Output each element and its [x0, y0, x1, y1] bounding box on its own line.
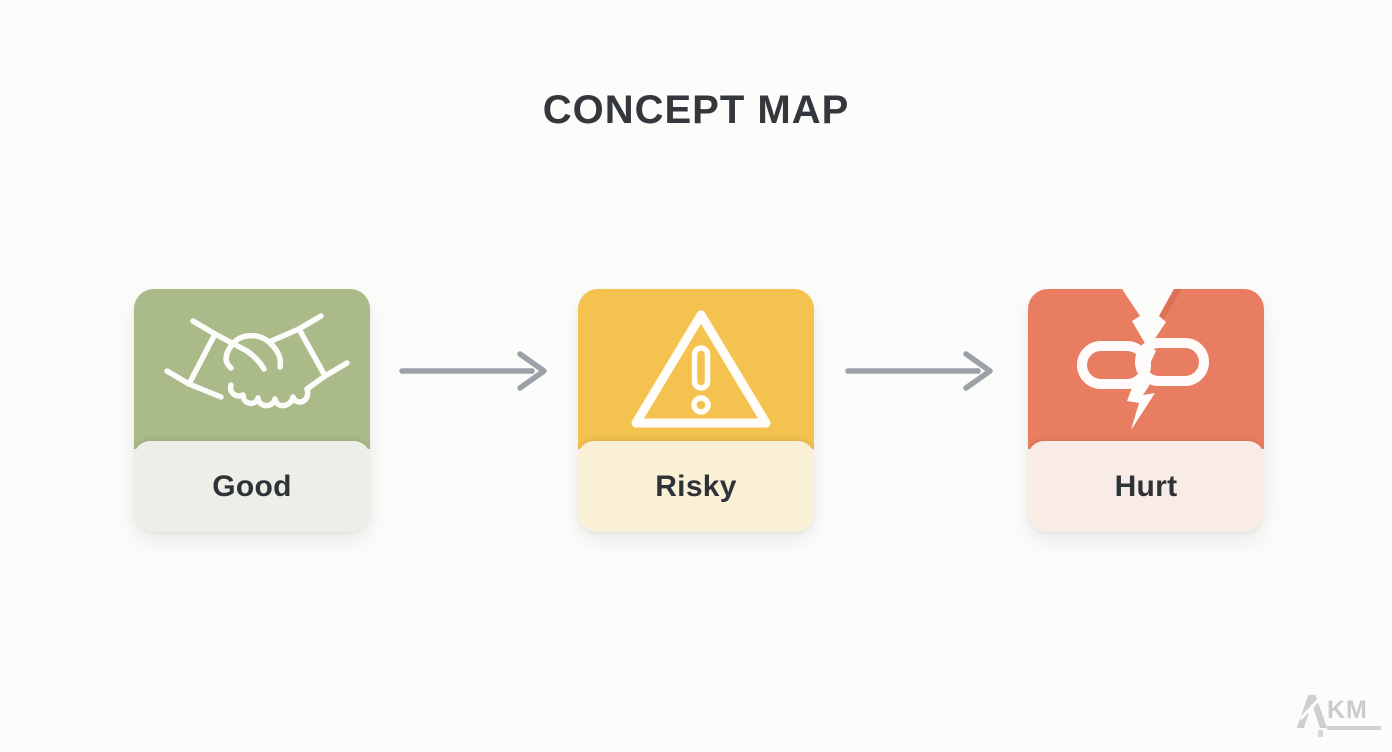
node-label-panel: Risky [578, 441, 814, 532]
node-hurt: Hurt [1028, 289, 1264, 532]
watermark-underline [1327, 726, 1381, 730]
broken-chain-icon [1028, 289, 1264, 449]
node-label-panel: Good [134, 441, 370, 532]
km-watermark-logo: KM [1294, 690, 1390, 742]
arrow-risky-to-hurt [844, 348, 996, 394]
node-label-risky: Risky [655, 469, 737, 503]
watermark-text: KM [1327, 696, 1368, 724]
node-label-panel: Hurt [1028, 441, 1264, 532]
node-risky: Risky [578, 289, 814, 532]
handshake-icon [134, 289, 370, 449]
node-label-hurt: Hurt [1114, 469, 1178, 503]
warning-triangle-icon [578, 289, 814, 449]
node-label-good: Good [212, 469, 292, 503]
watermark-mark-icon [1296, 694, 1328, 728]
arrow-good-to-risky [398, 348, 550, 394]
page-title: CONCEPT MAP [542, 88, 850, 132]
node-good: Good [134, 289, 370, 532]
watermark-dot [1318, 730, 1323, 737]
